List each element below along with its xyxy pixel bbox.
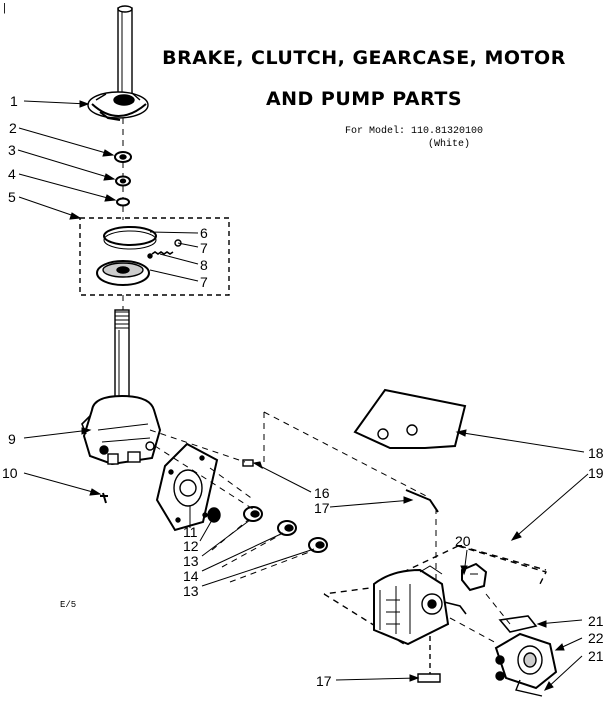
callout-17-upper: 17 [314, 500, 330, 516]
callout-8: 8 [200, 257, 208, 273]
part-4-ring [116, 197, 130, 207]
callout-21-lower: 21 [588, 648, 604, 664]
part-20-capacitor [461, 562, 488, 592]
callout-19: 19 [588, 465, 604, 481]
part-11-pump-cover [155, 442, 219, 532]
callout-20: 20 [455, 533, 471, 549]
callout-2: 2 [9, 120, 17, 136]
part-12-seal [207, 507, 221, 523]
callout-1: 1 [10, 93, 18, 109]
part-6-clutch-band [103, 226, 157, 250]
callout-4: 4 [8, 166, 16, 182]
drawing-code: E/5 [60, 600, 77, 610]
clutch-assembly-box [79, 217, 230, 296]
part-3-washer [115, 175, 131, 187]
model-number: For Model: 110.81320100 [345, 126, 484, 137]
callout-11: 11 [183, 524, 198, 540]
part-14-impeller [277, 520, 297, 536]
part-7-clutch-drum [96, 260, 150, 286]
part-21-clip [498, 615, 538, 633]
brake-shaft-drawing [117, 5, 133, 101]
callout-7-upper: 7 [200, 240, 208, 256]
part-13-coupling [243, 506, 263, 522]
callout-12: 12 [183, 538, 199, 554]
callout-22: 22 [588, 630, 604, 646]
callout-9: 9 [8, 431, 16, 447]
diagram-title-line-1: BRAKE, CLUTCH, GEARCASE, MOTOR [162, 47, 566, 69]
part-21-clip-2 [515, 679, 543, 697]
callout-7-lower: 7 [200, 274, 208, 290]
part-22-pump-housing [494, 632, 558, 690]
callout-16: 16 [314, 485, 330, 501]
callout-21-upper: 21 [588, 613, 604, 629]
callout-13-lower: 13 [183, 583, 199, 599]
part-17-rod [405, 489, 439, 513]
callout-6: 6 [200, 225, 208, 241]
part-19-motor [373, 565, 467, 646]
diagram-title-line-2: AND PUMP PARTS [265, 88, 463, 110]
part-10-screw [100, 492, 108, 504]
part-2-washer [114, 151, 132, 163]
part-18-gasket [353, 388, 467, 449]
corner-mark: | [3, 2, 6, 14]
part-1-brake-cam [87, 91, 149, 121]
part-13-coupling-2 [308, 537, 328, 553]
part-17-bracket [417, 636, 441, 683]
callout-5: 5 [8, 189, 16, 205]
callout-17-lower: 17 [316, 673, 332, 689]
callout-10: 10 [2, 465, 18, 481]
callout-3: 3 [8, 142, 16, 158]
callout-18: 18 [588, 445, 604, 461]
model-color: (White) [428, 139, 471, 150]
part-8-spring [147, 239, 182, 259]
part-16-pin [242, 459, 254, 467]
callout-13-upper: 13 [183, 553, 199, 569]
part-9-gearcase [81, 394, 162, 466]
callout-14: 14 [183, 568, 199, 584]
